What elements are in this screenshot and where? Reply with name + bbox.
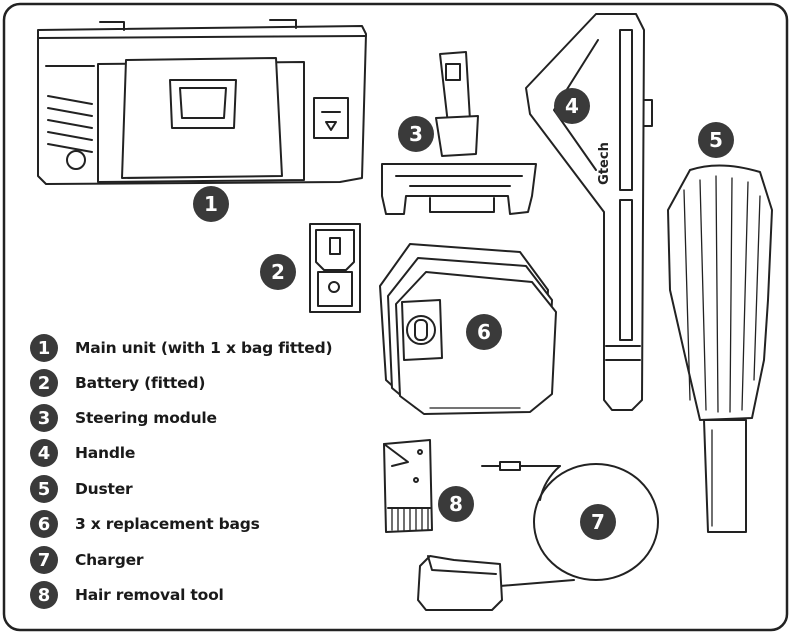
part-badge-5: 5 — [698, 122, 734, 158]
part-badge-8: 8 — [438, 486, 474, 522]
legend-item-replacement-bags: 6 3 x replacement bags — [30, 510, 260, 538]
legend-item-battery: 2 Battery (fitted) — [30, 369, 205, 397]
legend-badge-2: 2 — [30, 369, 58, 397]
legend-item-charger: 7 Charger — [30, 546, 144, 574]
legend-label-steering-module: Steering module — [75, 409, 217, 427]
part-badge-2: 2 — [260, 254, 296, 290]
part-badge-6: 6 — [466, 314, 502, 350]
part-badge-3: 3 — [398, 116, 434, 152]
part-badge-7: 7 — [580, 504, 616, 540]
legend-label-replacement-bags: 3 x replacement bags — [75, 515, 260, 533]
legend-badge-6: 6 — [30, 510, 58, 538]
legend-item-duster: 5 Duster — [30, 475, 133, 503]
legend-badge-1: 1 — [30, 334, 58, 362]
part-badge-4: 4 — [554, 88, 590, 124]
legend-item-handle: 4 Handle — [30, 439, 135, 467]
legend-item-steering-module: 3 Steering module — [30, 404, 217, 432]
legend-badge-7: 7 — [30, 546, 58, 574]
legend-badge-5: 5 — [30, 475, 58, 503]
legend-badge-3: 3 — [30, 404, 58, 432]
legend-label-charger: Charger — [75, 551, 144, 569]
part-badge-1: 1 — [193, 186, 229, 222]
legend-item-hair-removal-tool: 8 Hair removal tool — [30, 581, 224, 609]
legend-label-battery: Battery (fitted) — [75, 374, 206, 392]
legend-label-hair-removal-tool: Hair removal tool — [75, 586, 224, 604]
legend-label-handle: Handle — [75, 444, 136, 462]
legend-item-main-unit: 1 Main unit (with 1 x bag fitted) — [30, 334, 333, 362]
legend-label-main-unit: Main unit (with 1 x bag fitted) — [75, 339, 333, 357]
legend-badge-4: 4 — [30, 439, 58, 467]
legend-badge-8: 8 — [30, 581, 58, 609]
legend-label-duster: Duster — [75, 480, 133, 498]
